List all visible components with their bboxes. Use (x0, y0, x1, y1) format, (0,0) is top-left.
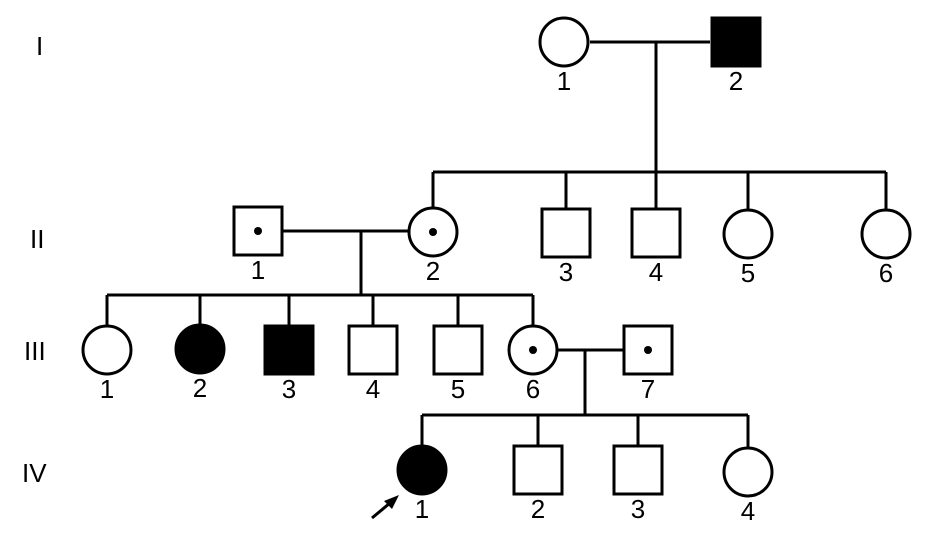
carrier-dot-ii-1 (254, 227, 262, 235)
proband-arrow-icon (371, 495, 399, 520)
generation-label-ii: II (30, 224, 44, 254)
carrier-dot-ii-2 (429, 228, 437, 236)
female-symbol-iii-1 (81, 324, 133, 376)
male-symbol-iv-3 (612, 444, 664, 496)
female-symbol-ii-5 (722, 208, 774, 260)
male-symbol-iv-2 (512, 444, 564, 496)
female-symbol-iii-2 (174, 323, 226, 375)
carrier-dot-iii-6 (529, 346, 537, 354)
individual-number-ii-6: 6 (879, 258, 893, 288)
male-symbol-iii-5 (432, 324, 484, 376)
carrier-dot-iii-7 (644, 346, 652, 354)
female-symbol-iv-4 (722, 446, 774, 498)
female-symbol-i-1 (538, 16, 590, 68)
individual-number-iii-6: 6 (526, 374, 540, 404)
male-symbol-iii-3 (263, 324, 315, 376)
individual-number-ii-5: 5 (741, 258, 755, 288)
proband-arrow-shaft (371, 501, 391, 520)
pedigree-lines (105, 40, 888, 447)
individual-number-iii-5: 5 (451, 374, 465, 404)
individual-number-iii-1: 1 (100, 374, 114, 404)
individual-number-iii-2: 2 (193, 373, 207, 403)
male-symbol-ii-4 (630, 207, 682, 259)
individual-number-ii-2: 2 (426, 256, 440, 286)
individual-number-iv-3: 3 (631, 494, 645, 524)
individual-number-iv-2: 2 (531, 494, 545, 524)
female-symbol-ii-6 (860, 208, 912, 260)
male-symbol-iii-4 (347, 324, 399, 376)
generation-label-iv: IV (22, 458, 47, 488)
individual-number-i-1: 1 (557, 66, 571, 96)
individual-number-i-2: 2 (729, 66, 743, 96)
female-symbol-iv-1 (396, 444, 448, 496)
individual-number-iii-7: 7 (641, 374, 655, 404)
male-symbol-i-2 (710, 16, 762, 68)
male-symbol-ii-3 (540, 207, 592, 259)
individual-number-ii-4: 4 (649, 257, 663, 287)
individual-number-iv-1: 1 (415, 494, 429, 524)
individual-number-ii-3: 3 (559, 257, 573, 287)
generation-label-i: I (36, 31, 43, 61)
generation-label-iii: III (24, 336, 46, 366)
individual-number-iii-4: 4 (366, 374, 380, 404)
individual-number-iv-4: 4 (741, 496, 755, 526)
proband-arrow-head (384, 495, 399, 509)
pedigree-symbols: 1 2 1 2 3 4 5 6 1 2 3 4 5 6 7 1 2 3 4 (81, 16, 912, 526)
individual-number-iii-3: 3 (282, 374, 296, 404)
individual-number-ii-1: 1 (251, 255, 265, 285)
